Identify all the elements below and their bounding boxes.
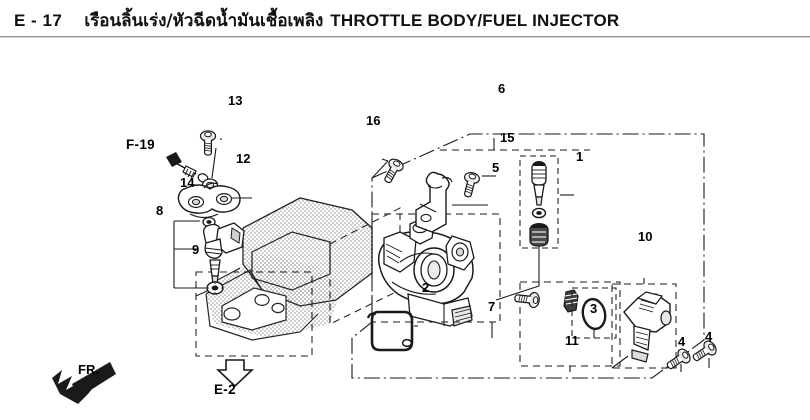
front-direction-label: FR. — [78, 362, 99, 377]
callout-5[interactable]: 5 — [492, 160, 500, 175]
part-2-clamp — [366, 310, 414, 352]
part-3-o-ring — [581, 297, 607, 331]
part-1-injector-cushion-set — [495, 155, 574, 301]
diagram-canvas: F-19 E-2 13 12 14 8 9 16 6 15 5 1 2 7 10… — [0, 38, 810, 420]
part-15-bolt — [459, 170, 482, 200]
sensor-and-fittings-group — [513, 278, 720, 374]
page-header: E - 17 เรือนลิ้นเร่ง/หัวฉีดน้ำมันเชื้อเพ… — [0, 0, 810, 38]
callout-13[interactable]: 13 — [228, 93, 243, 108]
cross-reference-f19[interactable]: F-19 — [126, 137, 155, 152]
page-title-english: THROTTLE BODY/FUEL INJECTOR — [330, 11, 620, 30]
callout-10[interactable]: 10 — [638, 229, 653, 244]
fuel-injector-assembly — [166, 130, 252, 295]
callout-16[interactable]: 16 — [366, 113, 381, 128]
cross-reference-e2[interactable]: E-2 — [214, 382, 236, 397]
callout-4-left[interactable]: 4 — [678, 334, 686, 349]
part-sensor-f19 — [166, 152, 219, 192]
callout-6[interactable]: 6 — [498, 81, 506, 96]
callout-4-right[interactable]: 4 — [705, 329, 713, 344]
section-code: E - 17 — [14, 11, 63, 30]
header-divider — [0, 36, 810, 38]
callout-3[interactable]: 3 — [590, 301, 598, 316]
callout-2[interactable]: 2 — [422, 280, 430, 295]
callout-14[interactable]: 14 — [180, 175, 195, 190]
exploded-parts-illustration — [52, 130, 720, 404]
throttle-body-assembly — [351, 133, 705, 379]
callout-8[interactable]: 8 — [156, 203, 164, 218]
cross-reference-arrow-e2 — [215, 359, 255, 388]
part-9-o-ring — [206, 281, 224, 295]
phantom-engine-outline — [195, 197, 401, 357]
part-11-collar — [563, 289, 579, 313]
part-10-sensor — [623, 291, 672, 363]
part-16-bolt — [379, 156, 406, 187]
page-title-thai: เรือนลิ้นเร่ง/หัวฉีดน้ำมันเชื้อเพลิง — [84, 11, 324, 31]
part-13-bolt — [199, 130, 217, 156]
part-7-throttle-body — [377, 217, 475, 327]
callout-11[interactable]: 11 — [565, 333, 579, 348]
callout-12[interactable]: 12 — [236, 151, 251, 166]
part-12-injector-holder — [177, 182, 241, 219]
callout-1[interactable]: 1 — [576, 149, 584, 164]
direction-arrow-front — [52, 362, 116, 404]
part-4-bolt-left — [663, 346, 694, 374]
callout-9[interactable]: 9 — [192, 242, 200, 257]
callout-7[interactable]: 7 — [488, 299, 496, 314]
part-5-bracket — [415, 171, 453, 233]
header-title-row: E - 17 เรือนลิ้นเร่ง/หัวฉีดน้ำมันเชื้อเพ… — [14, 7, 619, 34]
callout-15[interactable]: 15 — [500, 130, 515, 145]
part-8-fuel-injector — [202, 222, 245, 285]
